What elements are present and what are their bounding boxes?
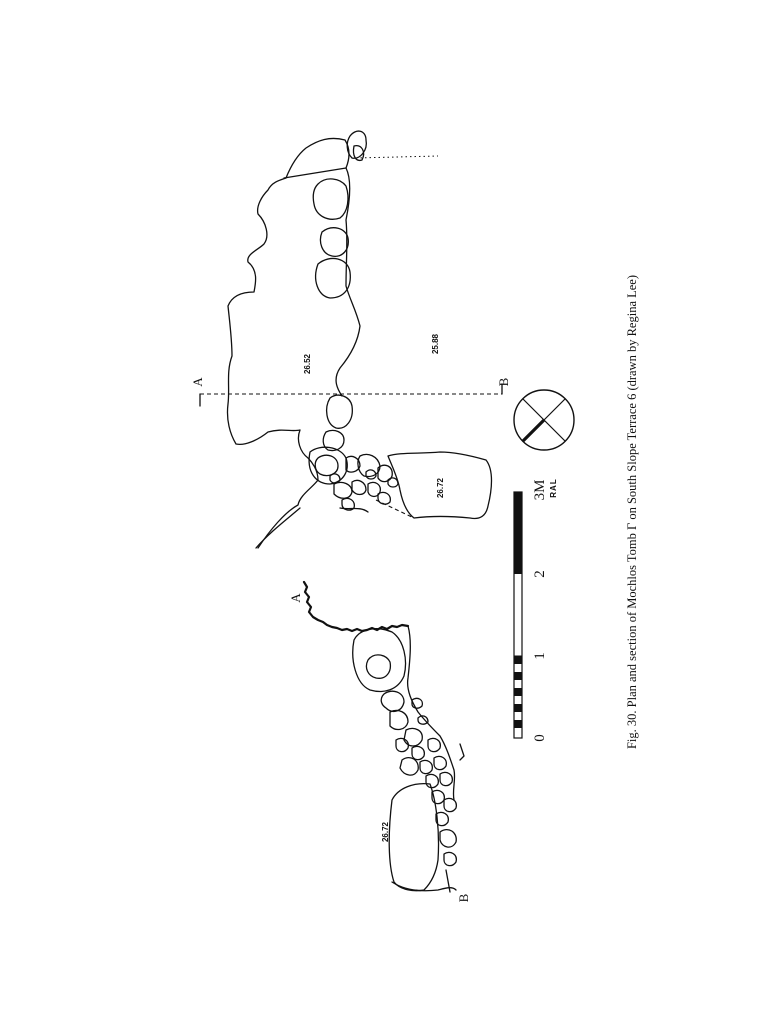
section-line-label-b: B [496,377,511,386]
plan-stone [346,130,367,159]
north-arrow-circle-icon [513,389,575,451]
section-wall-line [406,625,456,801]
section-ground-line [302,580,410,633]
section-line-label-a: A [190,377,205,387]
section-boulder [352,628,407,693]
tomb-section: A [288,580,471,902]
plan-stone [319,227,349,257]
plan-lower-wall [339,507,369,513]
section-slab [388,782,440,892]
plan-stone [322,429,345,452]
plan-stone [312,178,349,220]
plan-stone-cluster [308,446,399,511]
plan-stone [315,257,351,299]
section-label-b: B [456,893,471,902]
plan-elevation-label: 26.52 [303,353,312,374]
scale-bar: 0 1 2 3M RAL [513,478,558,742]
plan-stone [352,145,365,162]
plan-elevation-label: 25.88 [431,333,440,354]
scale-initials: RAL [549,478,558,497]
plan-slab-dashed-edge [375,499,415,519]
plan-slab [387,451,493,520]
section-boulder [365,654,392,679]
scale-tick-label: 1 [532,652,548,660]
plan-lower-wall [255,507,301,549]
section-stone-cluster [380,690,457,867]
section-wall-line [459,743,465,761]
scale-tick-label: 2 [532,570,548,578]
plan-outline [226,137,350,549]
scale-tick-label: 0 [532,734,548,742]
tomb-plan: A B 26.52 25.88 26.72 [190,130,511,549]
scale-tick-label: 3M [532,480,548,501]
section-elevation-label: 26.72 [381,821,390,842]
section-bottom-ground [391,881,457,892]
plan-stone [325,394,353,429]
plan-right-edge [335,167,361,397]
plan-top-wall [283,167,347,179]
figure-caption: Fig. 30. Plan and section of Mochlos Tom… [625,275,639,749]
section-label-a: A [288,593,303,603]
section-bottom-ground [445,869,451,893]
plan-dotted-extension [355,155,439,159]
plan-elevation-label: 26.72 [436,477,445,498]
